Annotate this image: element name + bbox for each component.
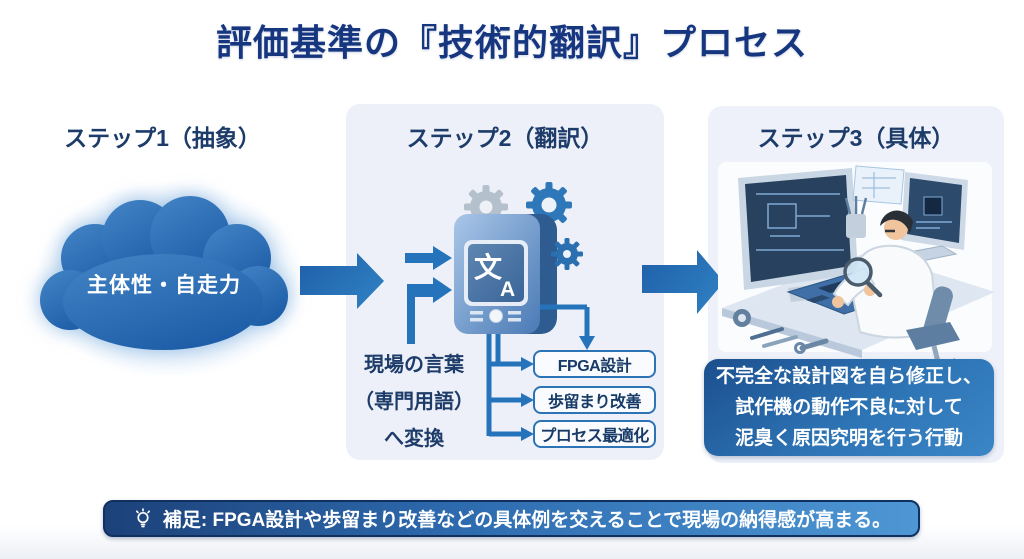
- output-box-yield: 歩留まり改善: [533, 386, 656, 414]
- cloud-label: 主体性・自走力: [87, 274, 241, 297]
- input-note: 現場の言葉 （専門用語） へ変換: [344, 347, 484, 458]
- input-note-line2: （専門用語）: [354, 391, 474, 413]
- lightbulb-icon: [135, 507, 150, 527]
- step1-header: ステップ1（抽象）: [64, 125, 261, 151]
- input-note-line3: へ変換: [384, 428, 444, 450]
- slide-title: 評価基準の『技術的翻訳』プロセス: [215, 22, 808, 63]
- step3-action-box: 不完全な設計図を自ら修正し、 試作機の動作不良に対して 泥臭く原因究明を行う行動: [704, 359, 994, 456]
- footnote-bar: 補足: FPGA設計や歩留まり改善などの具体例を交えることで現場の納得感が高まる…: [103, 500, 920, 537]
- footnote-text: 補足: FPGA設計や歩留まり改善などの具体例を交えることで現場の納得感が高まる…: [162, 510, 892, 531]
- step2-header: ステップ2（翻訳）: [406, 125, 604, 151]
- step3-header: ステップ3（具体）: [757, 125, 955, 151]
- output-box-fpga: FPGA設計: [533, 350, 656, 378]
- action-box-line2: 試作機の動作不良に対して: [735, 397, 963, 418]
- output-box-process: プロセス最適化: [533, 420, 656, 448]
- input-note-line1: 現場の言葉: [364, 354, 464, 376]
- action-box-line3: 泥臭く原因究明を行う行動: [734, 428, 963, 449]
- action-box-line1: 不完全な設計図を自ら修正し、: [715, 366, 982, 387]
